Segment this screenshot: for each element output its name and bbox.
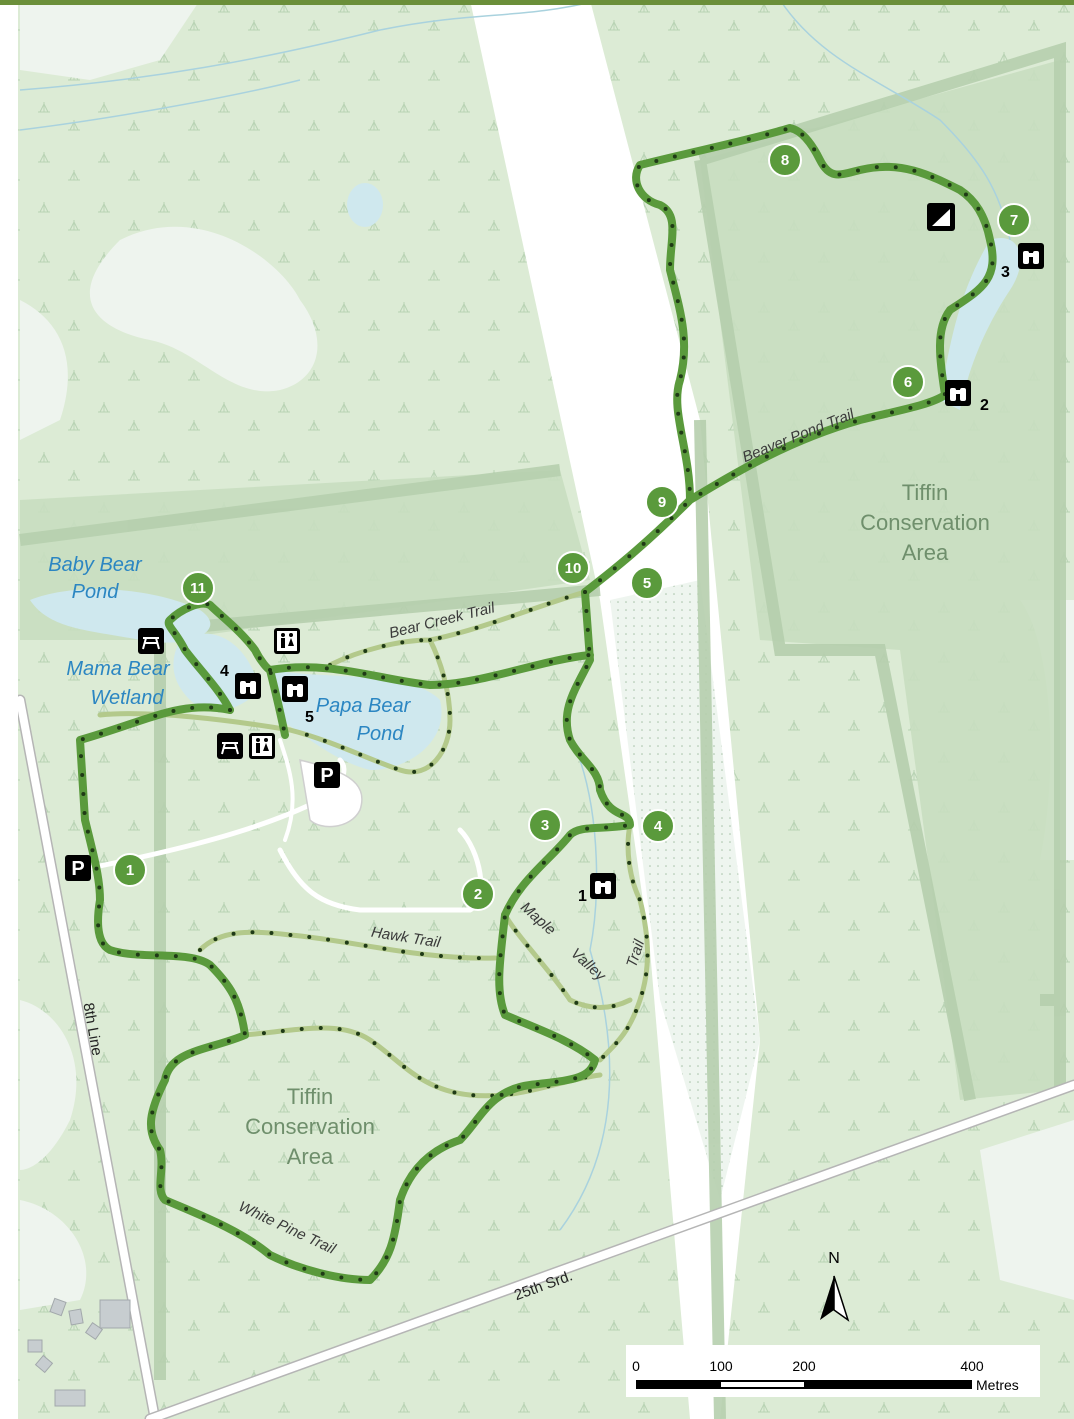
scale-tick-0: 0 <box>632 1358 640 1374</box>
waypoint-circle <box>641 809 675 843</box>
waypoint-11: 11 <box>181 571 215 605</box>
roads <box>14 694 1074 1419</box>
waypoint-number: 4 <box>654 818 663 835</box>
waypoint-number: 6 <box>904 374 912 391</box>
waypoint-circle <box>181 571 215 605</box>
binoculars-icon <box>945 380 971 406</box>
scale-unit: Metres <box>976 1377 1019 1393</box>
waypoint-number: 1 <box>126 862 134 879</box>
waypoint-4: 4 <box>641 809 675 843</box>
waypoint-7: 7 <box>997 203 1031 237</box>
label-area-ne-2: Conservation <box>860 510 990 535</box>
area-labels: Tiffin Conservation Area Tiffin Conserva… <box>245 480 990 1169</box>
scale-bar: 0 100 200 400 Metres <box>626 1345 1040 1397</box>
waypoint-circle <box>461 877 495 911</box>
water-labels: Baby Bear Pond Mama Bear Wetland Papa Be… <box>48 554 411 745</box>
papa-bear-pond-shape <box>270 670 442 770</box>
waypoint-circle <box>630 566 664 600</box>
label-mama-bear-wetland: Mama Bear <box>66 658 171 680</box>
waypoint-8: 8 <box>768 143 802 177</box>
north-arrow-icon: N <box>820 1250 850 1322</box>
waypoint-2: 2 <box>461 877 495 911</box>
hydro-corridor-wetland <box>610 580 760 1200</box>
waypoint-number: 3 <box>541 817 549 834</box>
viewpoint-number: 2 <box>980 397 989 414</box>
waypoint-circle <box>891 365 925 399</box>
parking-label: P <box>71 858 84 880</box>
scale-tick-200: 200 <box>792 1358 816 1374</box>
waypoint-1: 1 <box>113 853 147 887</box>
road-25th-srd <box>146 1081 1074 1419</box>
viewpoint-number: 5 <box>305 709 314 726</box>
viewpoint-number: 4 <box>220 663 229 680</box>
scale-tick-400: 400 <box>960 1358 984 1374</box>
label-papa-bear-pond: Papa Bear <box>316 695 412 717</box>
side-trail-dots <box>198 590 650 1098</box>
binoculars-icon <box>590 873 616 899</box>
waypoint-9: 9 <box>645 485 679 519</box>
beaver-pond-shape <box>940 238 1021 410</box>
waypoint-number: 5 <box>643 575 651 592</box>
waypoint-number: 10 <box>565 560 582 577</box>
waypoint-circle <box>113 853 147 887</box>
waypoint-markers: 1 2 3 4 5 6 7 8 9 10 11 <box>113 143 1031 911</box>
waypoint-5: 5 <box>630 566 664 600</box>
binoculars-icon <box>235 673 261 699</box>
ponds <box>30 183 1021 770</box>
label-area-ne-3: Area <box>902 540 949 565</box>
waypoint-circle <box>997 203 1031 237</box>
binoculars-icon <box>1018 243 1044 269</box>
baby-bear-pond-shape <box>30 589 211 643</box>
binoculars-icon <box>282 676 308 702</box>
waypoint-circle <box>645 485 679 519</box>
viewpoint-number: 1 <box>578 888 587 905</box>
waypoint-10: 10 <box>556 551 590 585</box>
scale-tick-100: 100 <box>709 1358 733 1374</box>
road-8th-line <box>16 696 159 1419</box>
viewpoint-number: 3 <box>1001 264 1010 281</box>
waypoint-number: 2 <box>474 886 482 903</box>
waypoint-6: 6 <box>891 365 925 399</box>
parking-icon: P <box>65 855 91 881</box>
parking-icon: P <box>314 762 340 788</box>
waypoint-circle <box>528 808 562 842</box>
parking-label: P <box>320 765 333 787</box>
washroom-icon <box>249 733 275 759</box>
waypoint-number: 11 <box>190 580 206 597</box>
waypoint-3: 3 <box>528 808 562 842</box>
picnic-table-icon <box>217 733 243 759</box>
label-area-sw-1: Tiffin <box>287 1084 333 1109</box>
north-label: N <box>828 1250 840 1267</box>
lookout-icon <box>927 203 955 231</box>
label-area-sw-3: Area <box>287 1144 334 1169</box>
buildings <box>27 1297 131 1407</box>
streams <box>19 0 1011 1231</box>
washroom-icon <box>274 628 300 654</box>
label-baby-bear-pond: Baby Bear <box>48 554 143 576</box>
label-papa-bear-pond-2: Pond <box>357 723 405 745</box>
waypoint-circle <box>556 551 590 585</box>
waypoint-circle <box>768 143 802 177</box>
label-area-sw-2: Conservation <box>245 1114 375 1139</box>
picnic-table-icon <box>138 628 164 654</box>
label-baby-bear-pond-2: Pond <box>72 581 120 603</box>
waypoint-number: 8 <box>781 152 789 169</box>
waypoint-number: 7 <box>1010 212 1018 229</box>
label-area-ne-1: Tiffin <box>902 480 948 505</box>
header-bar <box>0 0 1074 5</box>
label-mama-bear-wetland-2: Wetland <box>90 687 164 709</box>
left-margin <box>0 0 18 1419</box>
waypoint-number: 9 <box>658 494 666 511</box>
